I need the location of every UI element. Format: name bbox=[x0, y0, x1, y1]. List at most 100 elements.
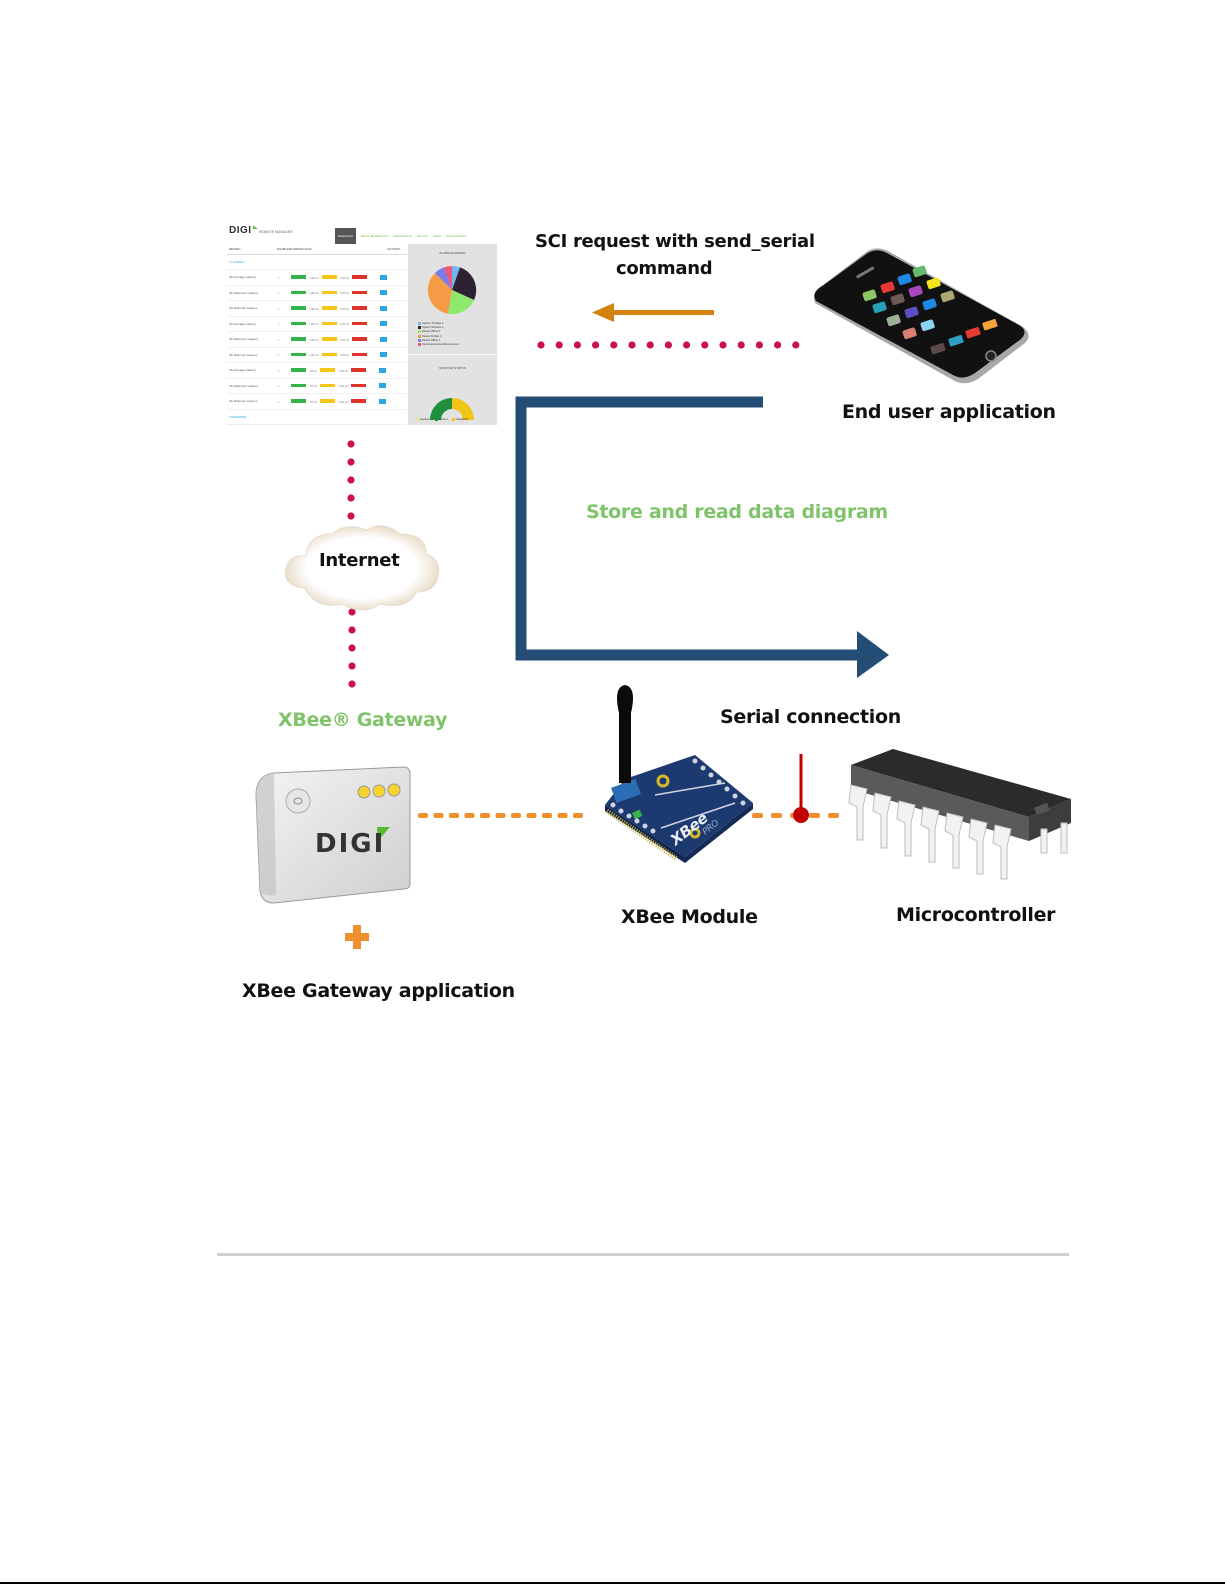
row-thresholds: <100 ms<150 ms bbox=[291, 337, 370, 342]
xbee-module-icon bbox=[605, 685, 753, 863]
sci-request-label-line2: command bbox=[616, 258, 713, 279]
nav-admin: Admin bbox=[432, 234, 442, 238]
dotted-link-cloud-to-gateway bbox=[348, 608, 356, 688]
table-header: METRIC ENABLED THRESHOLDS ACTIONS bbox=[227, 244, 407, 255]
nav-data-services: Data Services bbox=[393, 234, 412, 238]
product-name: REMOTE MANAGER bbox=[259, 230, 293, 234]
legend-label: Inactive 0 bbox=[420, 418, 432, 422]
table-row: 4G Maximum Latency○<90 ms<130 ms bbox=[227, 379, 407, 394]
col-actions: ACTIONS bbox=[387, 247, 401, 251]
link-dot bbox=[347, 440, 355, 448]
pie-slice-disconnects bbox=[444, 266, 452, 290]
row-edit-button bbox=[380, 336, 388, 342]
row-enabled-checkbox: ○ bbox=[277, 305, 280, 311]
nav-dashboard: Dashboard bbox=[335, 228, 356, 244]
gauge-disabled bbox=[452, 398, 474, 420]
gateway-led-1 bbox=[357, 785, 371, 799]
row-metric: 3G Average Latency bbox=[229, 321, 257, 326]
dashboard-nav: Dashboard Device Management Data Service… bbox=[335, 228, 466, 244]
row-thresholds: <100 ms<150 ms bbox=[291, 321, 370, 326]
legend-item: System Monitors 3 bbox=[418, 326, 459, 330]
row-enabled-checkbox: ✓ bbox=[277, 274, 281, 280]
sci-request-arrow-icon bbox=[592, 303, 714, 322]
section-dropped: ▾ DROPPED bbox=[227, 410, 407, 425]
threshold-warn bbox=[321, 290, 337, 294]
serial-connection-link bbox=[752, 754, 839, 823]
link-dot bbox=[592, 341, 600, 349]
col-enabled: ENABLED bbox=[277, 247, 292, 251]
link-dot bbox=[348, 626, 356, 634]
legend-item: System Throttles 1 bbox=[418, 322, 459, 326]
threshold-warn bbox=[321, 352, 337, 356]
row-thresholds: <90 ms<130 ms bbox=[291, 368, 369, 373]
row-enabled-checkbox: ○ bbox=[277, 352, 280, 358]
legend-label: Device Offline 1 bbox=[422, 338, 441, 342]
threshold-2: <130 ms bbox=[338, 369, 348, 373]
col-metric: METRIC bbox=[229, 247, 241, 251]
threshold-2: <150 ms bbox=[339, 276, 350, 280]
threshold-2: <150 ms bbox=[339, 338, 350, 342]
xbee-module-label: XBee Module bbox=[621, 906, 758, 928]
table-row: 3G Average Latency✓<100 ms<150 ms bbox=[227, 270, 407, 286]
row-metric: 3G Minimum Latency bbox=[229, 306, 258, 311]
col-thresholds: THRESHOLDS bbox=[291, 247, 312, 251]
threshold-2: <150 ms bbox=[339, 354, 350, 357]
row-metric: 3G Average Latency bbox=[229, 275, 257, 280]
link-dot bbox=[348, 644, 356, 652]
threshold-warn bbox=[320, 368, 336, 372]
gateway-port-icon bbox=[285, 788, 311, 814]
threshold-good bbox=[291, 306, 306, 310]
pie-slice-throttles bbox=[452, 266, 460, 290]
xbee-pin-dots bbox=[610, 758, 746, 834]
xbee-gateway-application-label: XBee Gateway application bbox=[242, 980, 515, 1002]
legend-swatch bbox=[416, 418, 419, 421]
internet-label: Internet bbox=[319, 550, 400, 571]
link-dot bbox=[701, 341, 709, 349]
legend-label: Device Profiles 4 bbox=[422, 334, 442, 338]
row-metric: 4G Minimum Latency bbox=[229, 399, 258, 404]
gateway-led-3 bbox=[387, 783, 401, 797]
threshold-bad bbox=[350, 368, 366, 372]
threshold-2: <150 ms bbox=[339, 292, 350, 295]
microcontroller-label: Microcontroller bbox=[896, 904, 1056, 926]
digi-logo: DIGI bbox=[229, 225, 252, 236]
row-edit-button bbox=[380, 290, 388, 296]
section-latency: ▾ LATENCY bbox=[227, 255, 407, 270]
link-dash bbox=[511, 813, 521, 818]
threshold-warn bbox=[320, 383, 336, 387]
sidebar-divider bbox=[408, 354, 497, 355]
pie-slice-offline-2 bbox=[435, 267, 452, 290]
link-dot bbox=[348, 608, 356, 616]
legend-swatch bbox=[418, 334, 421, 338]
row-edit-button bbox=[380, 352, 388, 358]
link-dash bbox=[542, 813, 552, 818]
table-row: 3G Maximum Latency○<100 ms<150 ms bbox=[227, 286, 407, 301]
threshold-bad bbox=[352, 321, 368, 325]
link-dot bbox=[683, 341, 691, 349]
row-thresholds: <100 ms <150 ms bbox=[291, 352, 370, 357]
legend-item: Active 1 bbox=[435, 418, 448, 421]
threshold-1: <100 ms bbox=[309, 354, 319, 357]
chip-pins bbox=[848, 784, 1068, 880]
threshold-warn bbox=[321, 321, 337, 325]
link-dot bbox=[348, 662, 356, 670]
row-metric: 3G Maximum Latency bbox=[229, 337, 259, 342]
threshold-warn bbox=[321, 337, 337, 341]
legend-swatch bbox=[418, 342, 421, 346]
row-enabled-checkbox: ○ bbox=[277, 383, 280, 389]
pie-slice-offline bbox=[448, 290, 474, 315]
threshold-1: <100 ms bbox=[309, 323, 319, 326]
legend-label: Disabled 1 bbox=[456, 418, 469, 422]
link-dot bbox=[755, 341, 763, 349]
pie-slice-profiles bbox=[427, 273, 452, 314]
link-dot bbox=[347, 512, 355, 520]
threshold-bad bbox=[352, 275, 368, 279]
store-read-flow-arrow-icon bbox=[515, 396, 889, 678]
link-dot bbox=[664, 341, 672, 349]
threshold-1: <90 ms bbox=[309, 400, 318, 404]
pie-slice-monitors bbox=[452, 267, 477, 300]
footer-divider bbox=[217, 1253, 1069, 1256]
